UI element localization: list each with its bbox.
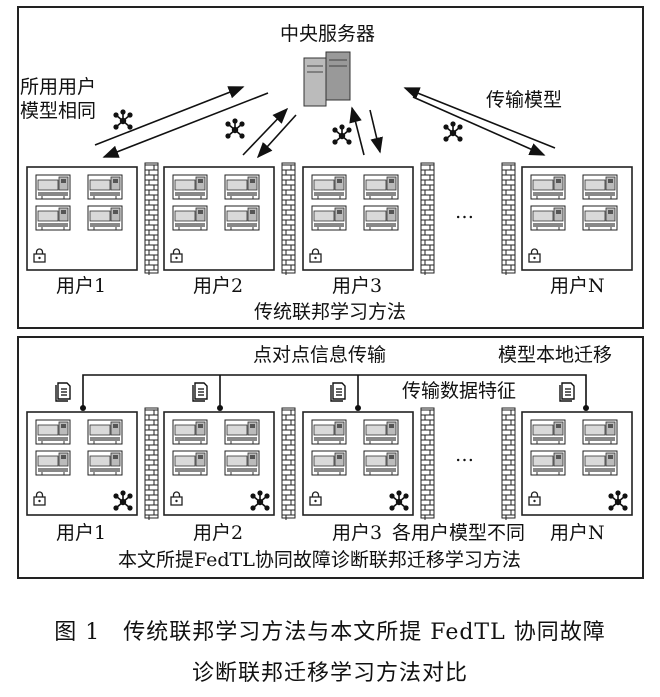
bottom-user-box-2 <box>163 411 275 516</box>
server-arrows <box>94 86 556 159</box>
top-user-2-label: 用户2 <box>193 275 244 297</box>
bottom-panel <box>17 336 644 579</box>
bottom-user-box-3 <box>302 411 414 516</box>
top-panel-title: 传统联邦学习方法 <box>254 301 407 323</box>
bottom-ellipsis: … <box>455 444 474 466</box>
firewall-icon <box>144 407 159 520</box>
bottom-user-1-label: 用户1 <box>56 522 107 544</box>
document-icon <box>192 382 208 402</box>
p2p-label: 点对点信息传输 <box>253 344 387 366</box>
same-model-label: 所用用户 模型相同 <box>20 76 97 122</box>
central-server-icon <box>303 51 351 107</box>
firewall-icon <box>420 162 435 275</box>
top-ellipsis: … <box>455 201 474 223</box>
top-user-box-2 <box>163 166 275 271</box>
figure-caption-line1: 图 1 传统联邦学习方法与本文所提 FedTL 协同故障 <box>54 620 606 645</box>
bottom-user-2-label: 用户2 <box>193 522 244 544</box>
local-transfer-label: 模型本地迁移 <box>498 344 613 366</box>
top-user-box-n <box>521 166 633 271</box>
firewall-icon <box>281 407 296 520</box>
model-network-icon <box>442 120 464 143</box>
bottom-user-box-n <box>521 411 633 516</box>
firewall-icon <box>501 162 516 275</box>
bottom-user-3-label: 用户3 <box>332 522 383 544</box>
top-user-n-label: 用户N <box>550 275 605 297</box>
top-panel <box>17 6 644 329</box>
server-label: 中央服务器 <box>280 23 376 45</box>
firewall-icon <box>144 162 159 275</box>
firewall-icon <box>501 407 516 520</box>
bottom-user-n-label: 用户N <box>550 522 605 544</box>
p2p-link-line <box>82 374 587 408</box>
bottom-user-box-1 <box>26 411 138 516</box>
data-feature-label: 传输数据特征 <box>402 380 517 402</box>
bottom-panel-title: 本文所提FedTL协同故障诊断联邦迁移学习方法 <box>118 549 521 571</box>
model-network-icon <box>224 117 246 140</box>
top-user-1-label: 用户1 <box>56 275 107 297</box>
model-network-icon <box>112 108 134 131</box>
top-user-box-3 <box>302 166 414 271</box>
firewall-icon <box>420 407 435 520</box>
firewall-icon <box>281 162 296 275</box>
document-icon <box>559 382 575 402</box>
top-user-box-1 <box>26 166 138 271</box>
document-icon <box>330 382 346 402</box>
diff-models-label: 各用户模型不同 <box>392 522 526 544</box>
document-icon <box>55 382 71 402</box>
model-network-icon <box>331 123 353 146</box>
figure-caption-line2: 诊断联邦迁移学习方法对比 <box>191 661 468 686</box>
top-user-3-label: 用户3 <box>332 275 383 297</box>
transfer-model-label: 传输模型 <box>486 89 563 111</box>
